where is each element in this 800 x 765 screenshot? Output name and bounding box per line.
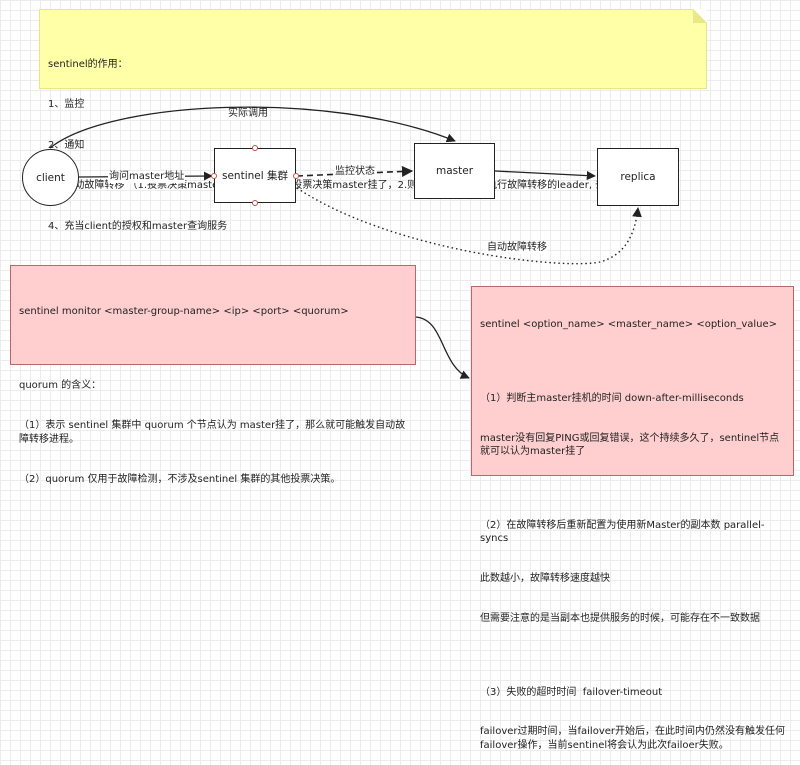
edge-label-query-master: 询问master地址 [108, 171, 186, 183]
note-line [480, 651, 785, 659]
client-node[interactable]: client [22, 149, 79, 206]
sentinel-options-note[interactable]: sentinel <option_name> <master_name> <op… [471, 286, 794, 751]
note-line: （3）失败的超时时间 failover-timeout [480, 686, 663, 698]
edge-note-link[interactable] [415, 316, 470, 379]
note-line: sentinel monitor <master-group-name> <ip… [19, 306, 349, 317]
edge-monitor[interactable] [296, 165, 414, 178]
note-line: master没有回复PING或回复错误，这个持续多久了，sentinel节点就可… [480, 433, 780, 458]
sentinel-node-label: sentinel 集群 [222, 170, 288, 182]
sentinel-cluster-node[interactable]: sentinel 集群 [214, 148, 296, 203]
note-line: sentinel <option_name> <master_name> <op… [480, 319, 778, 331]
replica-node[interactable]: replica [597, 148, 679, 206]
note-line: 此数越小，故障转移速度越快 [480, 573, 610, 585]
note-line: （1）判断主master挂机的时间 down-after-millisecond… [480, 393, 744, 405]
edge-label-failover: 自动故障转移 [486, 242, 548, 254]
note-line: 2、通知 [48, 139, 85, 151]
note-line: 4、充当client的授权和master查询服务 [48, 220, 228, 232]
edge-label-monitor: 监控状态 [334, 166, 376, 178]
connection-handle-left[interactable] [211, 173, 217, 179]
note-line: failover过期时间，当failover开始后，在此时间内仍然没有触发任何f… [480, 726, 786, 751]
connection-handle-top[interactable] [252, 145, 258, 151]
connector-layer [49, 106, 642, 379]
note-line [480, 358, 785, 366]
client-node-label: client [36, 171, 65, 184]
master-node[interactable]: master [414, 143, 495, 199]
connection-handle-bottom[interactable] [252, 200, 258, 206]
master-node-label: master [435, 165, 474, 177]
sentinel-purpose-note[interactable]: sentinel的作用： 1、监控 2、通知 3、自动故障转移 （1.投票决策m… [39, 9, 707, 232]
quorum-note[interactable]: sentinel monitor <master-group-name> <ip… [10, 265, 416, 485]
note-line: quorum 的含义： [19, 379, 102, 391]
note-line: 1、监控 [48, 99, 85, 110]
replica-node-label: replica [620, 171, 656, 183]
edge-actual-call[interactable] [49, 106, 456, 149]
note-line: （2）quorum 仅用于故障检测，不涉及sentinel 集群的其他投票决策。 [19, 474, 341, 485]
edge-label-actual-call: 实际调用 [227, 108, 269, 120]
note-line: （2）在故障转移后重新配置为使用新Master的副本数 parallel-syn… [480, 520, 765, 545]
note-line: 但需要注意的是当副本也提供服务的时候，可能存在不一致数据 [480, 612, 760, 624]
note-fold-corner [693, 9, 707, 23]
note-line: sentinel的作用： [48, 58, 128, 70]
note-line [19, 346, 407, 352]
note-line: （1）表示 sentinel 集群中 quorum 个节点认为 master挂了… [19, 420, 406, 445]
connection-handle-right[interactable] [293, 173, 299, 179]
edge-failover[interactable] [296, 187, 642, 265]
note-line [480, 485, 785, 493]
edge-master-replica[interactable] [494, 170, 596, 181]
